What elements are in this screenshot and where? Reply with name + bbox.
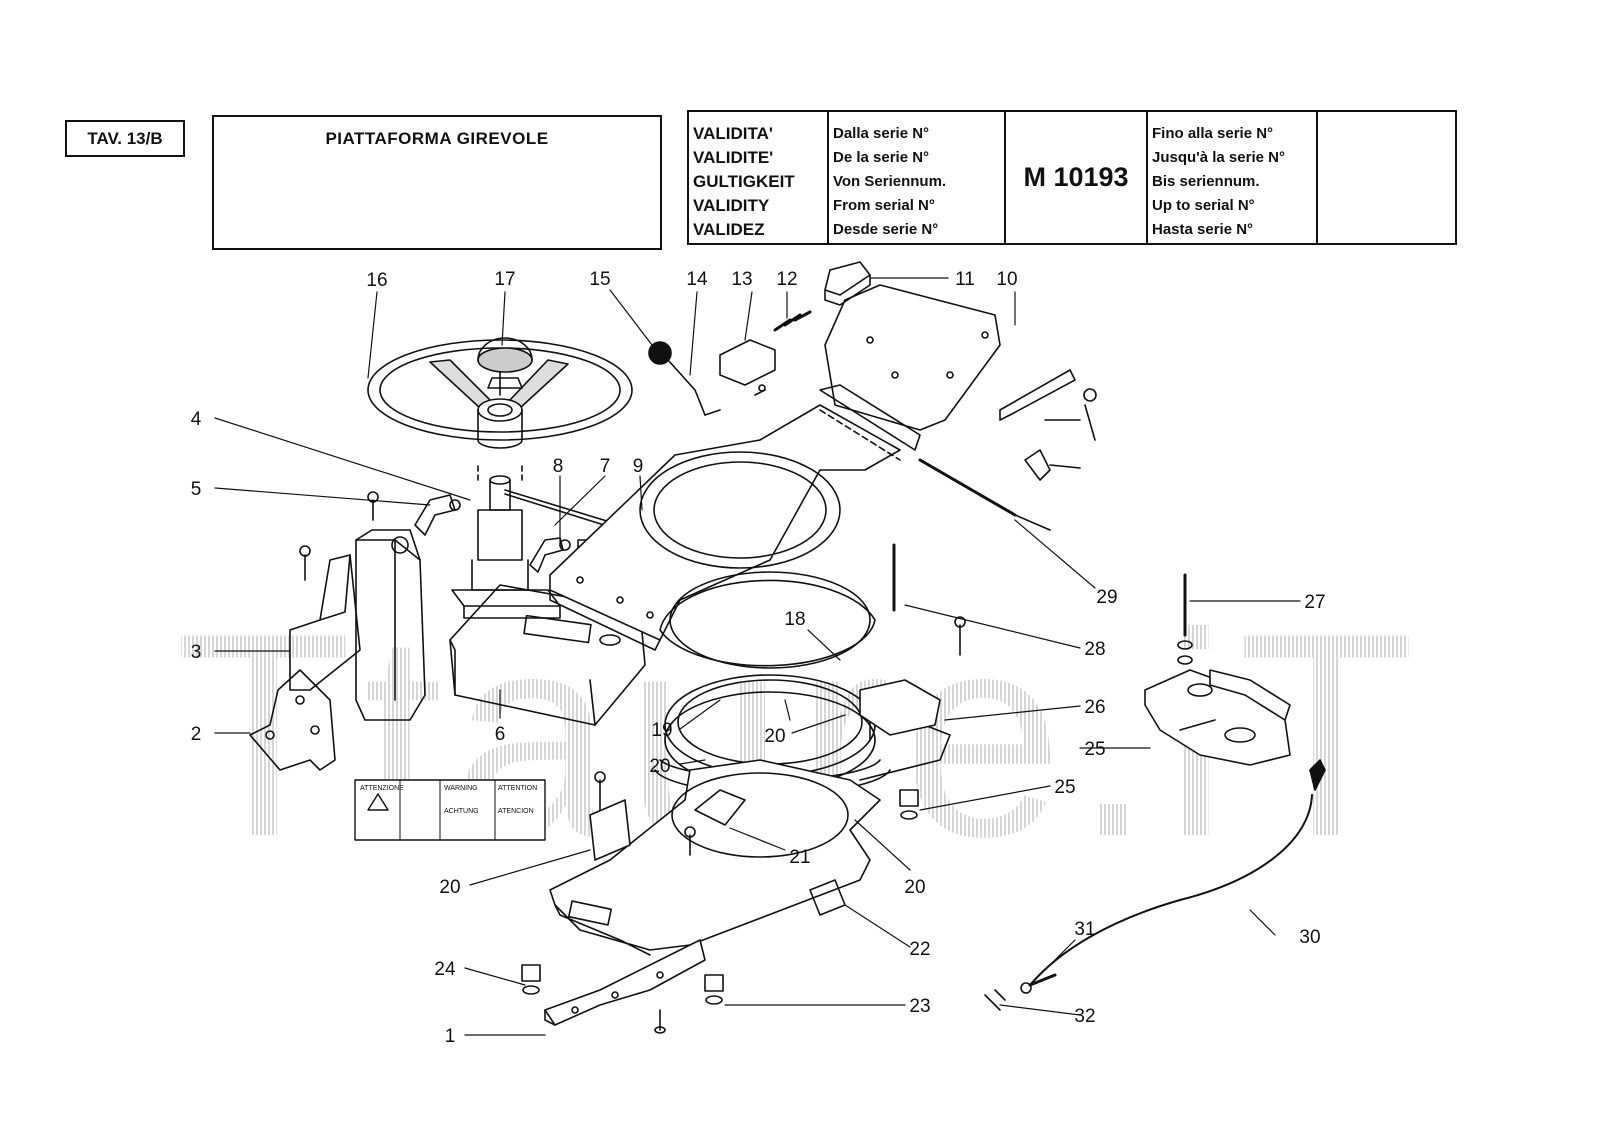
- rotating-plate: [549, 404, 901, 651]
- to-serial-label: Up to serial N°: [1152, 197, 1255, 214]
- from-serial-label: Desde serie N°: [833, 221, 939, 238]
- callout-12: 12: [776, 269, 797, 290]
- from-serial-label: Von Seriennum.: [833, 173, 947, 190]
- callout-21: 20: [439, 877, 460, 898]
- callout-16: 16: [366, 270, 387, 291]
- callout-20c: 20: [904, 877, 925, 898]
- callout-13: 13: [731, 269, 752, 290]
- callout-28: 31: [1074, 919, 1095, 940]
- column-support: [289, 529, 426, 721]
- linkage-rod: [918, 369, 1097, 531]
- latch-assembly: [648, 261, 871, 416]
- callout-6: 6: [495, 724, 506, 745]
- callout-5: 5: [191, 479, 202, 500]
- callout-3: 3: [191, 642, 202, 663]
- validity-labels: VALIDITA' VALIDITE' GULTIGKEIT VALIDITY …: [689, 112, 829, 243]
- callout-20b: 20: [649, 756, 670, 777]
- diagram-title: PIATTAFORMA GIREVOLE: [325, 129, 549, 148]
- callout-9: 9: [633, 456, 644, 477]
- callout-20a: 20: [764, 726, 785, 747]
- validity-label: VALIDITY: [693, 196, 770, 215]
- callout-14: 14: [686, 269, 708, 290]
- brackets-small: [589, 679, 941, 916]
- steering-wheel: [367, 339, 633, 449]
- steering-column: [451, 461, 561, 619]
- to-serial-label: Fino alla serie N°: [1152, 125, 1274, 142]
- validity-label: GULTIGKEIT: [693, 172, 795, 191]
- warning-decal: ATTENZIONE WARNING ATTENTION ACHTUNG ATE…: [354, 779, 546, 841]
- validity-table: VALIDITA' VALIDITE' GULTIGKEIT VALIDITY …: [687, 110, 1457, 245]
- from-serial-label: From serial N°: [833, 197, 935, 214]
- callout-15: 15: [589, 269, 610, 290]
- callout-24: 23: [909, 996, 930, 1017]
- callout-26: 26: [1084, 697, 1105, 718]
- control-cable: [984, 759, 1326, 1011]
- from-serial-label: Dalla serie N°: [833, 125, 930, 142]
- base-plate: [544, 939, 706, 1026]
- validity-label: VALIDEZ: [693, 220, 765, 239]
- callout-4: 4: [191, 409, 202, 430]
- from-serial-labels: Dalla serie N° De la serie N° Von Serien…: [829, 112, 1006, 243]
- callout-31: 27: [1304, 592, 1325, 613]
- callout-11: 11: [955, 269, 975, 290]
- callout-27: 30: [1299, 927, 1320, 948]
- decal-title-middle-2: ACHTUNG: [444, 808, 479, 815]
- callout-25a: 25: [1054, 777, 1075, 798]
- callout-10: 10: [996, 269, 1017, 290]
- callout-33: 29: [1096, 587, 1117, 608]
- seat-support-plate: [819, 284, 1001, 461]
- seat-plate: [449, 584, 646, 726]
- table-code: TAV. 13/B: [65, 120, 185, 157]
- horn-button: [477, 337, 533, 389]
- callout-25b: 24: [434, 959, 456, 980]
- to-serial-label: Jusqu'à la serie N°: [1152, 149, 1285, 166]
- from-serial-label: De la serie N°: [833, 149, 930, 166]
- callout-8: 8: [553, 456, 564, 477]
- to-serial-label: Hasta serie N°: [1152, 221, 1254, 238]
- decal-title-right-2: ATENCION: [498, 808, 534, 815]
- callout-1: 1: [445, 1026, 456, 1047]
- callout-2: 2: [191, 724, 202, 745]
- decal-title-left: ATTENZIONE: [360, 785, 404, 792]
- model-number: M 10193: [1006, 112, 1148, 243]
- cable-plate: [1144, 573, 1291, 766]
- levers: [414, 489, 621, 573]
- bracket: [249, 669, 336, 771]
- bearing-rings: [654, 571, 891, 796]
- fasteners: [299, 491, 966, 1034]
- callout-17: 17: [494, 269, 515, 290]
- callout-7: 7: [600, 456, 611, 477]
- lower-frame: [549, 699, 951, 956]
- title-box: PIATTAFORMA GIREVOLE: [212, 115, 662, 250]
- validity-label: VALIDITA': [693, 124, 773, 143]
- callout-numbers: 16 17 15 14 13 12 11 10 4 5 8 7 9 3 2 6 …: [191, 269, 1326, 1047]
- validity-label: VALIDITE': [693, 148, 774, 167]
- leader-lines: [214, 277, 1301, 1036]
- decal-title-middle: WARNING: [444, 785, 478, 792]
- callout-30: 25: [1084, 739, 1105, 760]
- callout-19: 19: [651, 720, 672, 741]
- callout-23: 22: [909, 939, 930, 960]
- callout-18: 18: [784, 609, 805, 630]
- to-serial-labels: Fino alla serie N° Jusqu'à la serie N° B…: [1148, 112, 1318, 243]
- callout-29: 32: [1074, 1006, 1095, 1027]
- to-serial-label: Bis seriennum.: [1152, 173, 1260, 190]
- callout-32: 28: [1084, 639, 1105, 660]
- decal-title-right: ATTENTION: [498, 785, 537, 792]
- callout-22: 21: [789, 847, 810, 868]
